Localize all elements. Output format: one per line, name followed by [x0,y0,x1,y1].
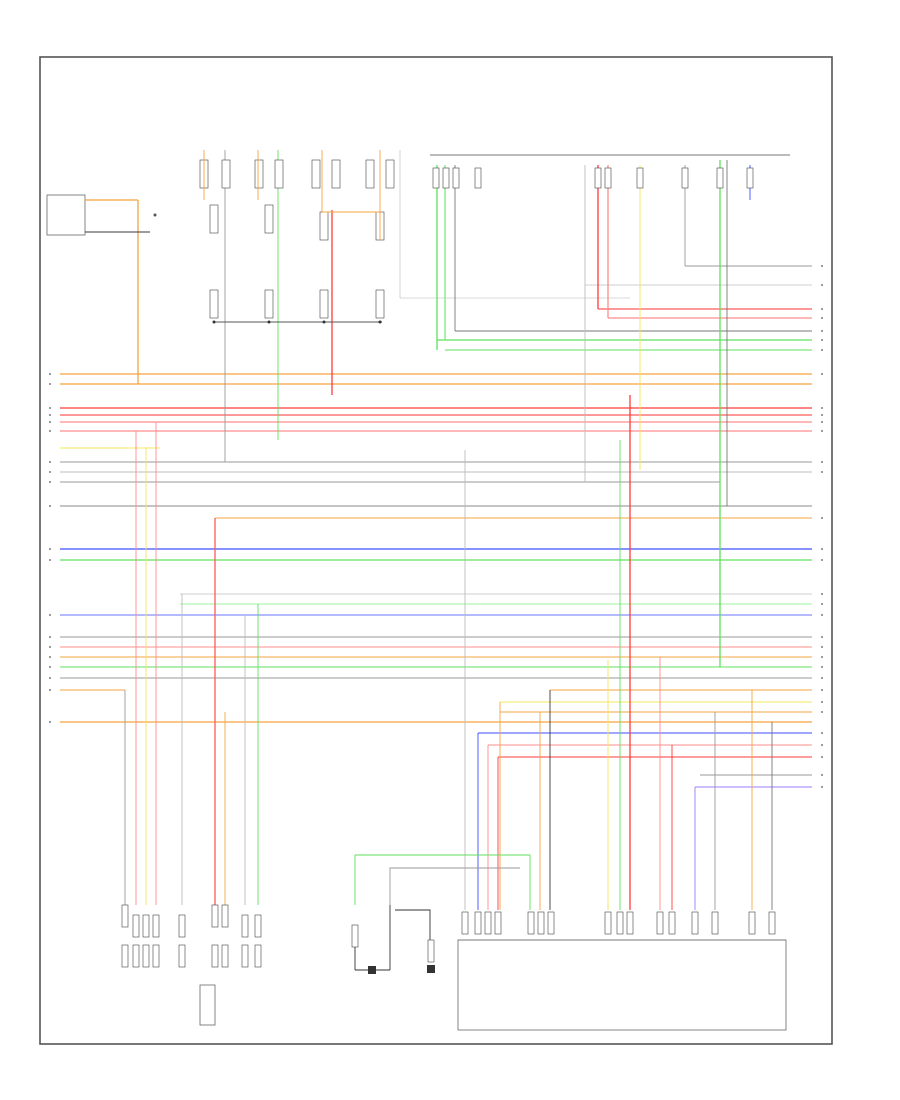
top-right-connector [430,154,790,189]
bottom-right-module [457,911,787,1031]
bottom-left-module-2 [211,904,262,968]
vwire-gray-loop [389,867,520,905]
vwire-green-loop [354,854,531,910]
diagram-frame [39,56,833,1045]
top-switch-bank [199,150,395,324]
left-module [46,194,157,236]
switch-2 [254,150,284,319]
left-terminal-markers [49,373,51,723]
switch-3 [311,159,341,319]
bottom-left-module-1 [121,904,216,1026]
right-terminal-markers [821,265,823,788]
horizontal-wires [60,265,812,788]
bottom-ground-2 [395,909,435,973]
vertical-wires [124,150,773,910]
bottom-ground-1 [351,905,391,974]
switch-1 [199,150,231,319]
